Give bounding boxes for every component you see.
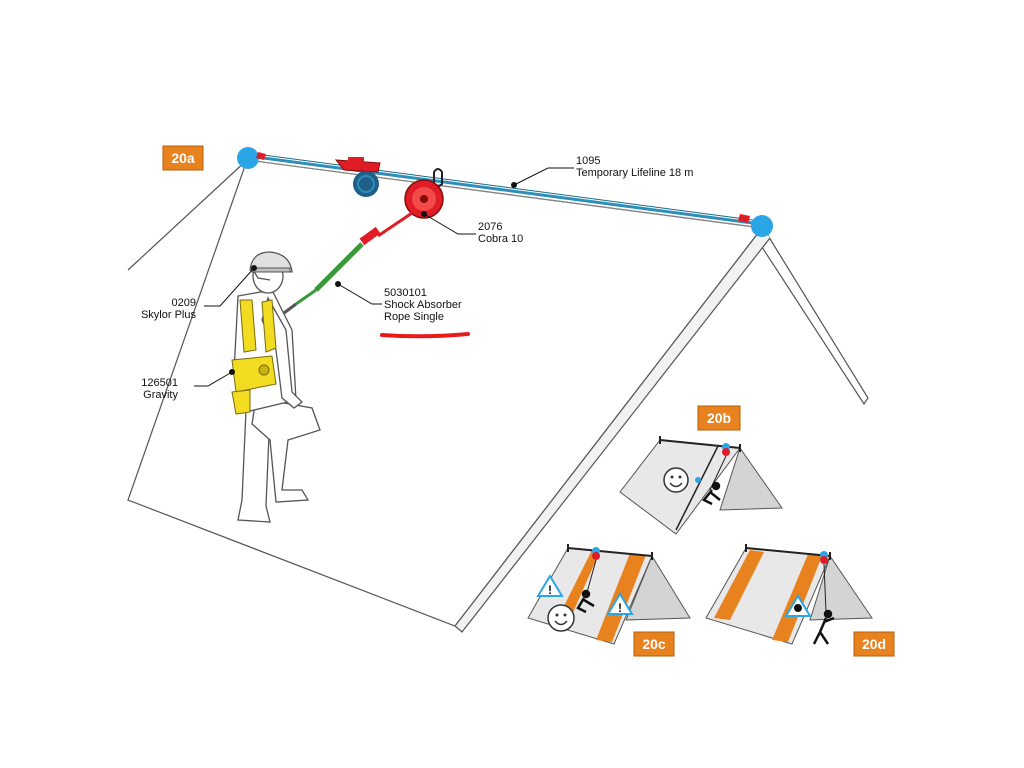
warning-triangle-icon: !	[536, 574, 564, 597]
callout-leaders	[194, 167, 574, 387]
crouching-person-icon	[702, 481, 721, 506]
lifeline-code: 1095	[576, 155, 600, 167]
absorber-code: 5030101	[384, 287, 427, 299]
helmet-icon	[249, 251, 293, 273]
falling-person-icon	[812, 609, 835, 645]
helmet-code: 0209	[172, 297, 196, 309]
smiley-face-icon	[663, 467, 689, 493]
warning-triangle-icon-2: !	[606, 592, 634, 615]
lifeline-tensioner	[334, 157, 381, 173]
smiley-face-icon-2	[547, 604, 575, 632]
helmet-name: Skylor Plus	[141, 309, 197, 321]
right-hook-icon	[738, 214, 750, 223]
harness-icon	[231, 299, 277, 415]
temporary-lifeline	[247, 152, 761, 226]
tag-20b-box	[697, 405, 741, 431]
tag-20d-box	[853, 631, 895, 657]
tag-20a: 20a	[162, 145, 204, 171]
tag-20d-label: 20d	[862, 636, 886, 652]
absorber-name-line2: Rope Single	[384, 311, 444, 323]
crouching-person-icon-2	[576, 589, 595, 614]
tag-20a-label: 20a	[171, 150, 195, 166]
retract-cable	[359, 211, 413, 246]
left-hook-icon	[256, 152, 266, 160]
svg-text:!: !	[618, 601, 622, 615]
rope-bag-icon	[353, 171, 379, 197]
lifeline-name: Temporary Lifeline 18 m	[576, 167, 693, 179]
tag-20b-label: 20b	[707, 410, 731, 426]
cobra-retractable-device	[404, 179, 444, 219]
harness-code: 126501	[141, 377, 178, 389]
inset-20b: 20b	[619, 405, 783, 535]
right-anchor-point	[751, 215, 773, 237]
callout-dots	[229, 182, 517, 375]
harness-name: Gravity	[143, 389, 178, 401]
roof	[127, 159, 869, 633]
inset-20d: 20d	[705, 544, 895, 657]
inset-20c: ! ! 20c	[527, 544, 691, 657]
skull-warning-icon	[784, 594, 812, 617]
absorber-highlight-underline	[380, 332, 470, 339]
cobra-name: Cobra 10	[478, 233, 523, 245]
svg-text:!: !	[548, 583, 552, 597]
left-anchor-point	[237, 147, 259, 169]
tag-20c-label: 20c	[642, 636, 666, 652]
cobra-code: 2076	[478, 221, 502, 233]
absorber-name-line1: Shock Absorber	[384, 299, 462, 311]
tag-20c-box	[633, 631, 675, 657]
